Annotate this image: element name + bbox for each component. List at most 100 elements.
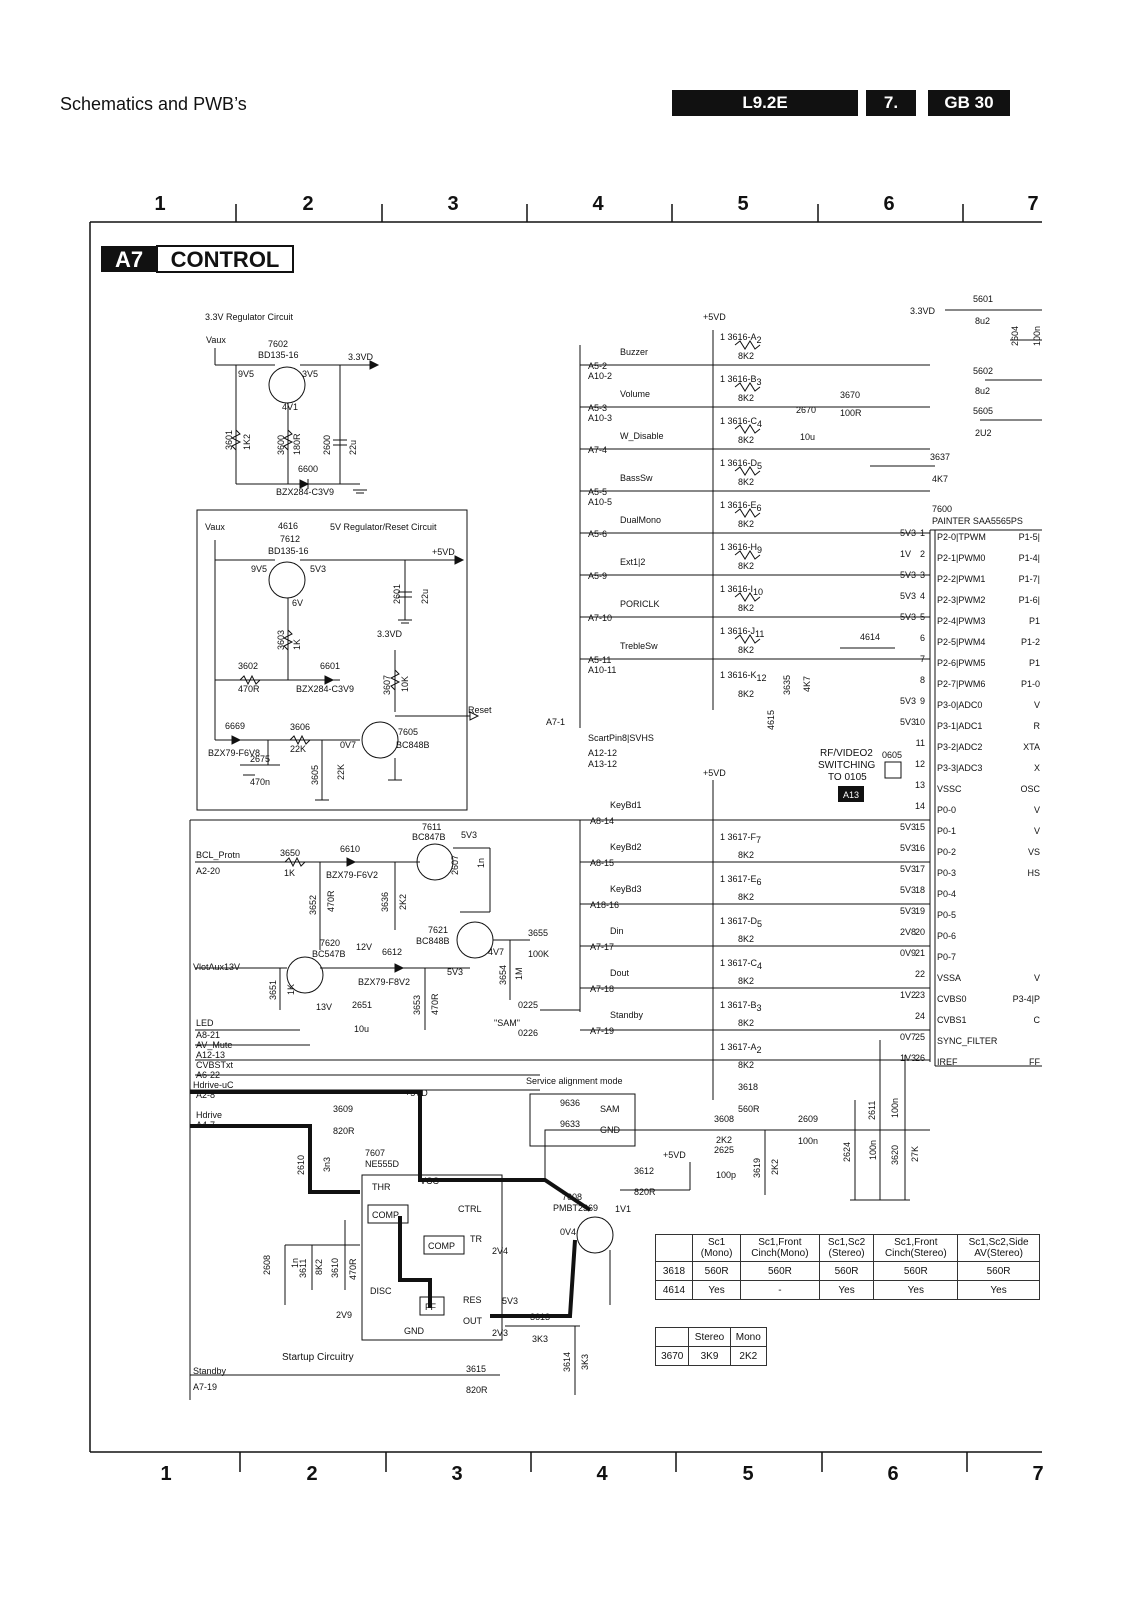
startup-c2v: 1n — [290, 1258, 300, 1268]
prot-hd-conn: A2-8 — [196, 1090, 215, 1100]
ic-pin-volt-26: 1V3 — [900, 1053, 916, 1063]
grid-col-bottom-3: 3 — [451, 1463, 462, 1485]
prot-sam: "SAM" — [494, 1018, 520, 1028]
bus-res-5: 1 3616-H9 — [720, 542, 762, 555]
reg33-d-type: BZX284-C3V9 — [276, 487, 334, 497]
ic-pin-label-3: P2-2|PWM1 — [937, 574, 985, 584]
reg33-wires — [214, 348, 380, 494]
ic-pin-right-10: R — [1034, 721, 1041, 731]
prot-r1v: 1K — [284, 868, 295, 878]
bus2-r3618: 3618 — [738, 1082, 758, 1092]
ic-pin-volt-25: 0V7 — [900, 1032, 916, 1042]
ic-pin-right-9: V — [1034, 700, 1040, 710]
ic-pin-volt-20: 2V8 — [900, 927, 916, 937]
startup-ff: FF — [425, 1302, 436, 1312]
bus-res-6: 1 3616-I10 — [720, 584, 763, 597]
bus2-signal-0: KeyBd1 — [610, 800, 642, 810]
ic-pin-volt-4: 5V3 — [900, 591, 916, 601]
ic-pin-right-13: OSC — [1020, 784, 1040, 794]
grid-col-top-5: 5 — [737, 193, 748, 215]
bus2-res-1: 1 3617-E6 — [720, 874, 762, 887]
bus-res-0: 1 3616-A2 — [720, 332, 762, 345]
startup-supply: +5VD — [405, 1088, 428, 1098]
ic-pin-right-8: P1-0 — [1021, 679, 1040, 689]
prot-c1v: 1n — [476, 858, 486, 868]
variant-table-cell-0-2: 560R — [740, 1261, 820, 1281]
startup-r6v: 3K3 — [580, 1354, 590, 1370]
reg5-r3v: 10K — [400, 676, 410, 692]
prot-d2t: BZX79-F8V2 — [358, 977, 410, 987]
svc-title: Service alignment mode — [526, 1076, 623, 1086]
ic-pin-num-18: 18 — [915, 885, 925, 895]
bus2-conn-5: A7-19 — [590, 1026, 614, 1036]
ic-pin-label-9: P3-0|ADC0 — [937, 700, 982, 710]
ic-pin-right-24: C — [1034, 1015, 1041, 1025]
bus2-supply: +5VD — [703, 768, 726, 778]
startup-pin-vcc: VCC — [420, 1176, 440, 1186]
prot-tr3: 7620 — [320, 938, 340, 948]
reg5-d2t: BZX79-F6V8 — [208, 748, 260, 758]
startup-r1: 3609 — [333, 1104, 353, 1114]
bus2-res-val-0: 8K2 — [738, 850, 754, 860]
startup-c6: 2611 — [867, 1101, 877, 1120]
ic-pin-label-15: P0-1 — [937, 826, 956, 836]
reg33-vout: 3V5 — [302, 369, 318, 379]
bus2-res-3: 1 3617-C4 — [720, 958, 762, 971]
reg5-r1: 3603 — [276, 630, 286, 650]
ic-pin-right-17: HS — [1027, 868, 1040, 878]
ic-pin-num-17: 17 — [915, 864, 925, 874]
prot-led-conn: A8-21 — [196, 1030, 220, 1040]
ic-pin-volt-21: 0V9 — [900, 948, 916, 958]
ic-pin-num-13: 13 — [915, 780, 925, 790]
ic-pin-right-26: FF — [1029, 1057, 1040, 1067]
variant-table-head-2: Sc1,Front Cinch(Mono) — [740, 1234, 820, 1262]
a13-label: A13 — [843, 790, 859, 800]
ic-pin-num-14: 14 — [915, 801, 925, 811]
r3670-table-cell-0-2: 2K2 — [729, 1346, 768, 1366]
prot-r6: 3651 — [268, 980, 278, 1000]
startup-v1: 1V1 — [615, 1204, 631, 1214]
grid-col-top-3: 3 — [447, 193, 458, 215]
variant-table-cell-0-3: 560R — [818, 1261, 875, 1281]
ic-pin-label-23: CVBS0 — [937, 994, 967, 1004]
ic-pin-label-5: P2-4|PWM3 — [937, 616, 985, 626]
bus2-res-2: 1 3617-D5 — [720, 916, 762, 929]
bus-signal-4: DualMono — [620, 515, 661, 525]
ic-pin-volt-5: 5V3 — [900, 612, 916, 622]
r3670-table-cell-0-0: 3670 — [654, 1346, 690, 1366]
bus-res-val-1: 8K2 — [738, 393, 754, 403]
ic-pin-num-9: 9 — [920, 696, 925, 706]
startup-v0: 0V4 — [560, 1227, 576, 1237]
prot-vlot: VlotAux13V — [193, 962, 240, 972]
bus2-res-val-1: 8K2 — [738, 892, 754, 902]
startup-r5: 3613 — [530, 1312, 550, 1322]
rf-connector — [884, 761, 902, 779]
startup-comp1: COMP — [372, 1210, 399, 1220]
ic-pin-right-22: V — [1034, 973, 1040, 983]
svc2: 9633 — [560, 1119, 580, 1129]
reg5-d1t: BZX284-C3V9 — [296, 684, 354, 694]
ic-pin-right-1: P1-5| — [1019, 532, 1040, 542]
prot-r5v: 1M — [514, 967, 524, 980]
ic-pin-label-24: CVBS1 — [937, 1015, 967, 1025]
reg5-r2: 3602 — [238, 661, 258, 671]
r3670-table-head-2: Mono — [729, 1327, 768, 1347]
bus-signal-5: Ext1|2 — [620, 557, 645, 567]
startup-c4: 2609 — [798, 1114, 818, 1124]
ic-pin-volt-23: 1V2 — [900, 990, 916, 1000]
prot-cvbs-conn: A6-22 — [196, 1070, 220, 1080]
ic-pin-num-8: 8 — [920, 675, 925, 685]
startup-trt: PMBT2369 — [553, 1203, 598, 1213]
model-badge: L9.2E — [672, 90, 858, 116]
ic-pin-label-19: P0-5 — [937, 910, 956, 920]
ic-pin-volt-15: 5V3 — [900, 822, 916, 832]
prot-avm-conn: A12-13 — [196, 1050, 225, 1060]
bus2-conn-1: A8-15 — [590, 858, 614, 868]
startup-standby: Standby — [193, 1366, 227, 1376]
bus-res-4: 1 3616-E6 — [720, 500, 762, 513]
ic-pin-num-20: 20 — [915, 927, 925, 937]
grid-col-bottom-5: 5 — [742, 1463, 753, 1485]
